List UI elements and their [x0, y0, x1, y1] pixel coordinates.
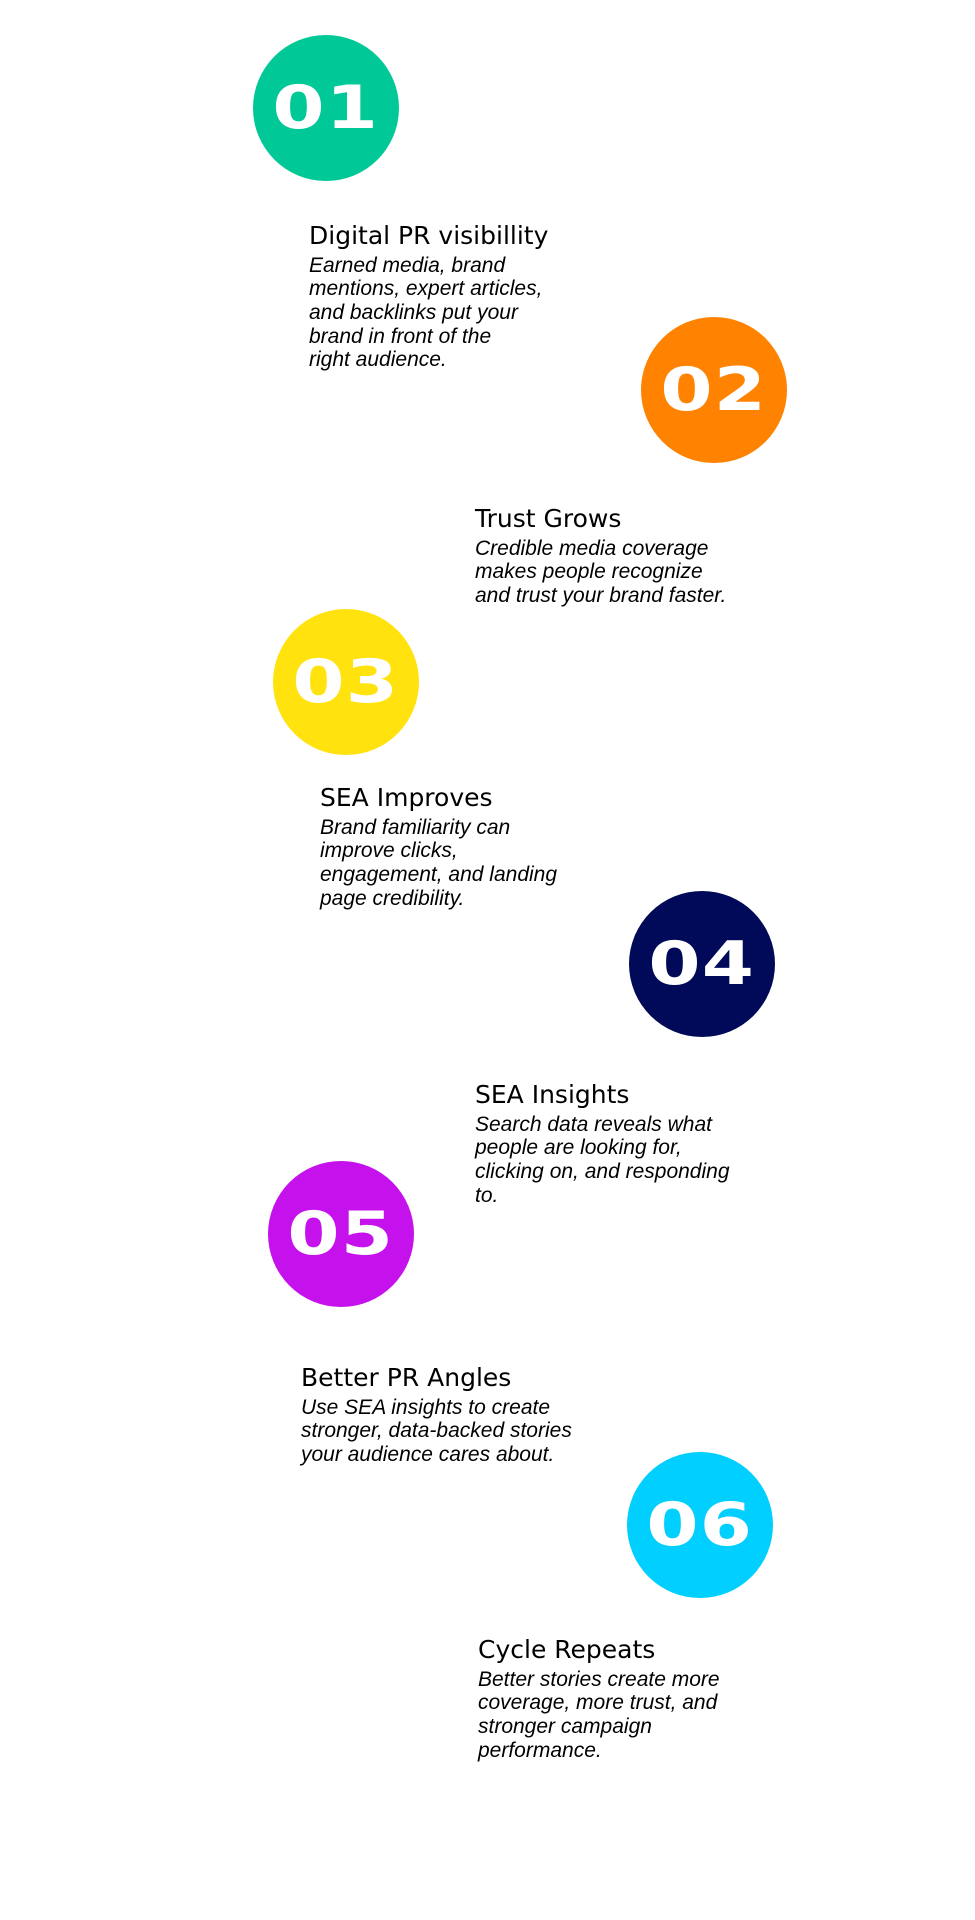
step-5-title: Better PR Angles — [301, 1363, 512, 1392]
step-5-number: 05 — [287, 1199, 395, 1269]
step-5-description: Use SEA insights to create stronger, dat… — [301, 1395, 572, 1466]
step-1-text: Digital PR visibillity Earned media, bra… — [309, 222, 589, 372]
step-2-description: Credible media coverage makes people rec… — [475, 536, 727, 607]
step-4-description: Search data reveals what people are look… — [475, 1112, 730, 1207]
step-6-number: 06 — [646, 1490, 754, 1560]
step-6-description: Better stories create more coverage, mor… — [478, 1667, 720, 1762]
step-4-number-circle: 04 — [629, 891, 775, 1037]
step-2-number-circle: 02 — [641, 317, 787, 463]
step-3-number-circle: 03 — [273, 609, 419, 755]
step-3-description: Brand familiarity can improve clicks, en… — [320, 815, 558, 910]
step-5-number-circle: 05 — [268, 1161, 414, 1307]
step-6-text: Cycle Repeats Better stories create more… — [478, 1636, 778, 1762]
step-3-number: 03 — [292, 647, 400, 717]
step-3-title: SEA Improves — [320, 783, 493, 812]
step-5-text: Better PR Angles Use SEA insights to cre… — [301, 1364, 621, 1467]
step-1-title: Digital PR visibillity — [309, 221, 549, 250]
step-2-text: Trust Grows Credible media coverage make… — [475, 505, 775, 608]
step-4-text: SEA Insights Search data reveals what pe… — [475, 1081, 775, 1207]
step-2-title: Trust Grows — [475, 504, 622, 533]
step-4-title: SEA Insights — [475, 1080, 630, 1109]
step-1-description: Earned media, brand mentions, expert art… — [309, 253, 543, 372]
step-6-title: Cycle Repeats — [478, 1635, 656, 1664]
step-2-number: 02 — [660, 355, 768, 425]
step-4-number: 04 — [648, 929, 756, 999]
step-1-number-circle: 01 — [253, 35, 399, 181]
step-6-number-circle: 06 — [627, 1452, 773, 1598]
step-3-text: SEA Improves Brand familiarity can impro… — [320, 784, 600, 910]
step-1-number: 01 — [272, 73, 380, 143]
